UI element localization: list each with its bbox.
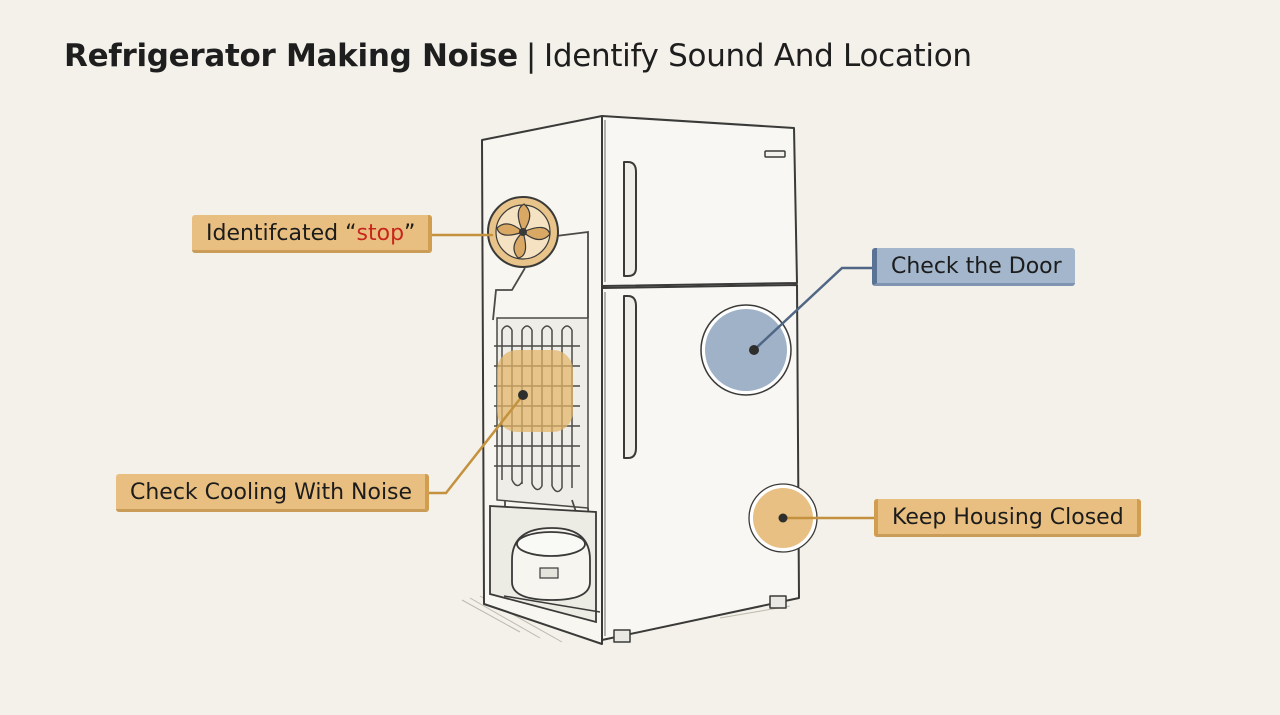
control-display <box>764 150 786 158</box>
housing-callout-label: Keep Housing Closed <box>892 505 1124 530</box>
door-leader <box>752 266 878 352</box>
door-callout-label: Check the Door <box>891 254 1062 279</box>
fan-callout-prefix: Identifcated “ <box>206 221 357 246</box>
door-callout: Check the Door <box>872 248 1075 286</box>
title-subtitle: Identify Sound And Location <box>543 38 972 74</box>
freezer-door <box>601 115 798 287</box>
main-door-handle <box>623 295 637 459</box>
compressor <box>489 505 601 624</box>
fan-callout-stop-word: stop <box>356 221 405 246</box>
title-separator: | <box>525 38 536 74</box>
coil-noise-highlight <box>497 350 573 432</box>
cooling-callout: Check Cooling With Noise <box>116 474 430 512</box>
leader-dots <box>518 345 788 523</box>
cooling-callout-label: Check Cooling With Noise <box>130 480 413 505</box>
condenser-fan <box>487 196 559 268</box>
housing-callout: Keep Housing Closed <box>874 499 1141 537</box>
fan-callout: Identifcated “stop” <box>192 215 433 253</box>
title-main: Refrigerator Making Noise <box>64 38 518 74</box>
page-title: Refrigerator Making Noise|Identify Sound… <box>64 38 972 74</box>
door-highlight <box>700 304 792 396</box>
fan-callout-suffix: ” <box>404 221 416 246</box>
freezer-handle <box>623 161 637 277</box>
